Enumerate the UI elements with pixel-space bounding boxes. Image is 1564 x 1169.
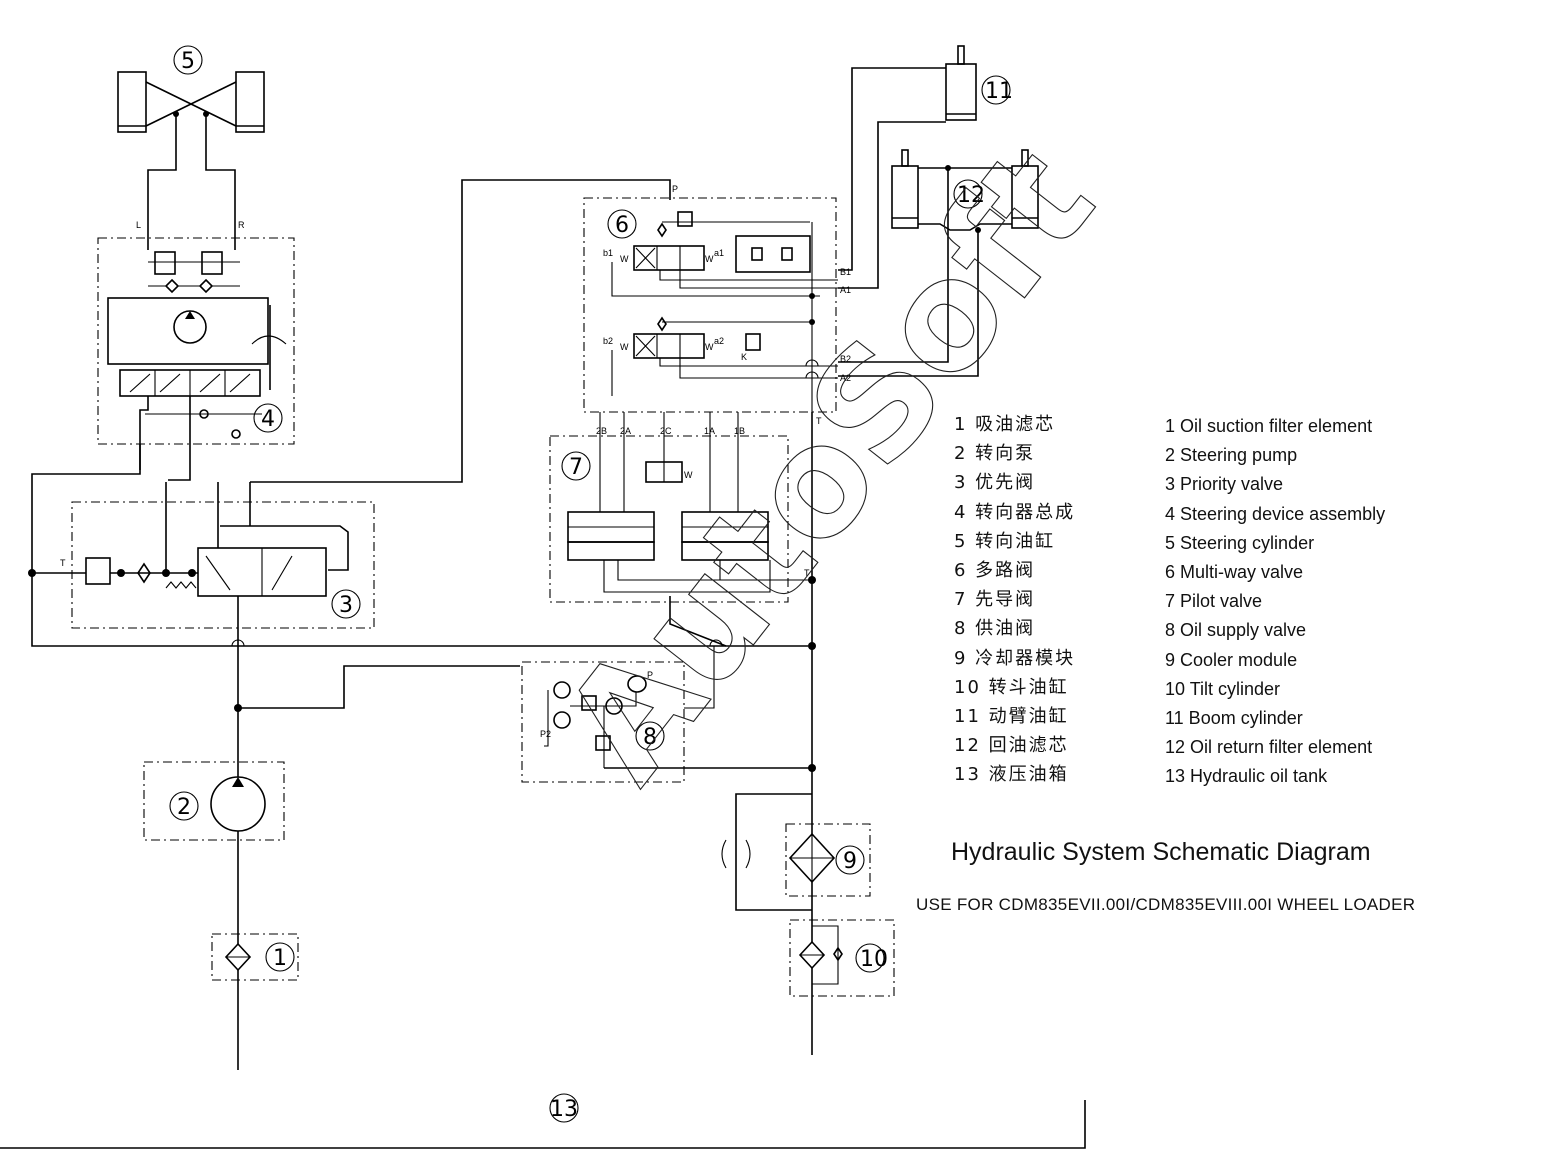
legend-cn-item: 9 冷却器模块 xyxy=(954,647,1076,669)
callout-5-label: 5 xyxy=(181,49,195,74)
callout-10 xyxy=(855,943,885,973)
callout-9-label: 9 xyxy=(843,849,857,874)
callout-4 xyxy=(253,403,283,433)
port-label-2C: 2C xyxy=(660,426,672,436)
port-label-R: R xyxy=(238,220,245,230)
legend-en-item: 3 Priority valve xyxy=(1165,474,1284,495)
port-label-b1: b1 xyxy=(603,248,613,258)
oil-supply-valve: P P2 8 xyxy=(521,646,715,783)
port-label-T-pilot: T xyxy=(804,568,810,578)
callout-13 xyxy=(549,1093,579,1123)
svg-text:W: W xyxy=(684,470,693,480)
diagram-subtitle: USE FOR CDM835EVII.00I/CDM835EVIII.00I W… xyxy=(916,895,1416,914)
legend-cn-item: 1 吸油滤芯 xyxy=(954,414,1056,435)
legend-en-item: 12 Oil return filter element xyxy=(1165,737,1373,758)
legend-cn-item: 6 多路阀 xyxy=(954,560,1036,582)
steering-pump: 2 xyxy=(143,761,285,841)
diagram-title: Hydraulic System Schematic Diagram xyxy=(951,838,1371,866)
legend-cn-item: 11 动臂油缸 xyxy=(954,706,1069,728)
callout-9 xyxy=(835,845,865,875)
callout-2-label: 2 xyxy=(177,795,191,820)
oil-return-filter: 10 xyxy=(789,919,895,997)
port-label-T-mv: T xyxy=(816,416,822,426)
cooler-module: 9 xyxy=(721,793,871,911)
callout-6 xyxy=(607,209,637,239)
callout-5 xyxy=(173,45,203,75)
svg-text:W: W xyxy=(705,342,714,352)
port-label-A1: A1 xyxy=(840,285,851,295)
port-label-B2: B2 xyxy=(840,354,851,364)
port-label-1B: 1B xyxy=(734,426,745,436)
callout-8 xyxy=(635,721,665,751)
steering-device-assembly: L R 4 xyxy=(97,220,295,481)
callout-7-label: 7 xyxy=(569,455,583,480)
legend-cn-item: 13 液压油箱 xyxy=(954,764,1069,786)
callout-1-label: 1 xyxy=(273,946,287,971)
legend-cn-item: 5 转向油缸 xyxy=(954,530,1056,552)
callout-8-label: 8 xyxy=(643,725,657,750)
oil-suction-filter: 1 xyxy=(211,933,299,981)
legend-chinese: 1 吸油滤芯 2 转向泵 3 优先阀 4 转向器总成 5 转向油缸 6 多路阀 … xyxy=(954,410,1075,790)
legend-en-item: 13 Hydraulic oil tank xyxy=(1165,766,1328,787)
legend-cn-item: 2 转向泵 xyxy=(954,443,1036,465)
legend-cn-item: 8 供油阀 xyxy=(954,618,1036,640)
port-label-T-left: T xyxy=(60,558,66,568)
left-circuit-lines xyxy=(28,179,808,1070)
legend-en-item: 1 Oil suction filter element xyxy=(1165,416,1373,436)
port-label-2B: 2B xyxy=(596,426,607,436)
callout-11 xyxy=(981,75,1011,105)
port-label-A2: A2 xyxy=(840,373,851,383)
legend-cn-item: 7 先导阀 xyxy=(954,589,1036,611)
port-label-a1: a1 xyxy=(714,248,724,258)
tilt-cylinders: 12 xyxy=(838,149,1039,377)
callout-2 xyxy=(169,791,199,821)
multi-way-valve: P T b1 a1 b2 a2 B1 A1 B2 A2 K W W W W xyxy=(583,184,851,426)
legend-en-item: 6 Multi-way valve xyxy=(1165,562,1304,583)
callout-4-label: 4 xyxy=(261,407,275,432)
port-label-K: K xyxy=(741,352,747,362)
priority-valve: T 3 xyxy=(60,501,375,629)
legend-en-item: 2 Steering pump xyxy=(1165,445,1298,466)
legend-cn-item: 10 转斗油缸 xyxy=(954,676,1069,698)
callout-12 xyxy=(953,179,983,209)
hydraulic-oil-tank: 13 xyxy=(0,1093,1086,1149)
svg-text:W: W xyxy=(620,342,629,352)
svg-text:W: W xyxy=(620,254,629,264)
callout-13-label: 13 xyxy=(550,1097,578,1122)
legend-en-item: 8 Oil supply valve xyxy=(1165,620,1307,641)
callout-7 xyxy=(561,451,591,481)
callout-3-label: 3 xyxy=(339,593,353,618)
port-label-a2: a2 xyxy=(714,336,724,346)
legend-en-item: 5 Steering cylinder xyxy=(1165,532,1315,553)
port-label-P2: P2 xyxy=(540,729,551,739)
steering-cylinders: 5 xyxy=(117,45,265,250)
port-label-P-supply: P xyxy=(647,670,653,680)
legend-en-item: 11 Boom cylinder xyxy=(1165,708,1303,729)
callout-3 xyxy=(331,589,361,619)
callout-11-label: 11 xyxy=(985,79,1013,104)
legend-en-item: 9 Cooler module xyxy=(1165,649,1298,670)
legend-cn-item: 12 回油滤芯 xyxy=(954,735,1069,757)
legend-cn-item: 4 转向器总成 xyxy=(954,501,1076,523)
callout-12-label: 12 xyxy=(957,183,985,208)
port-label-L: L xyxy=(136,220,141,230)
port-label-2A: 2A xyxy=(620,426,631,436)
legend-english: 1 Oil suction filter element 2 Steering … xyxy=(1165,412,1385,792)
svg-text:W: W xyxy=(705,254,714,264)
callout-6-label: 6 xyxy=(615,213,629,238)
legend-en-item: 7 Pilot valve xyxy=(1165,591,1263,612)
boom-cylinder: 11 xyxy=(838,45,1013,289)
legend-cn-item: 3 优先阀 xyxy=(954,472,1036,494)
callout-10-label: 10 xyxy=(860,947,888,972)
legend-en-item: 10 Tilt cylinder xyxy=(1165,678,1281,699)
port-label-b2: b2 xyxy=(603,336,613,346)
legend-en-item: 4 Steering device assembly xyxy=(1165,503,1386,524)
port-label-B1: B1 xyxy=(840,267,851,277)
callout-1 xyxy=(265,942,295,972)
pilot-valve: 2B 2A 2C 1A 1B W T 7 xyxy=(549,412,816,603)
port-label-P: P xyxy=(672,184,678,194)
